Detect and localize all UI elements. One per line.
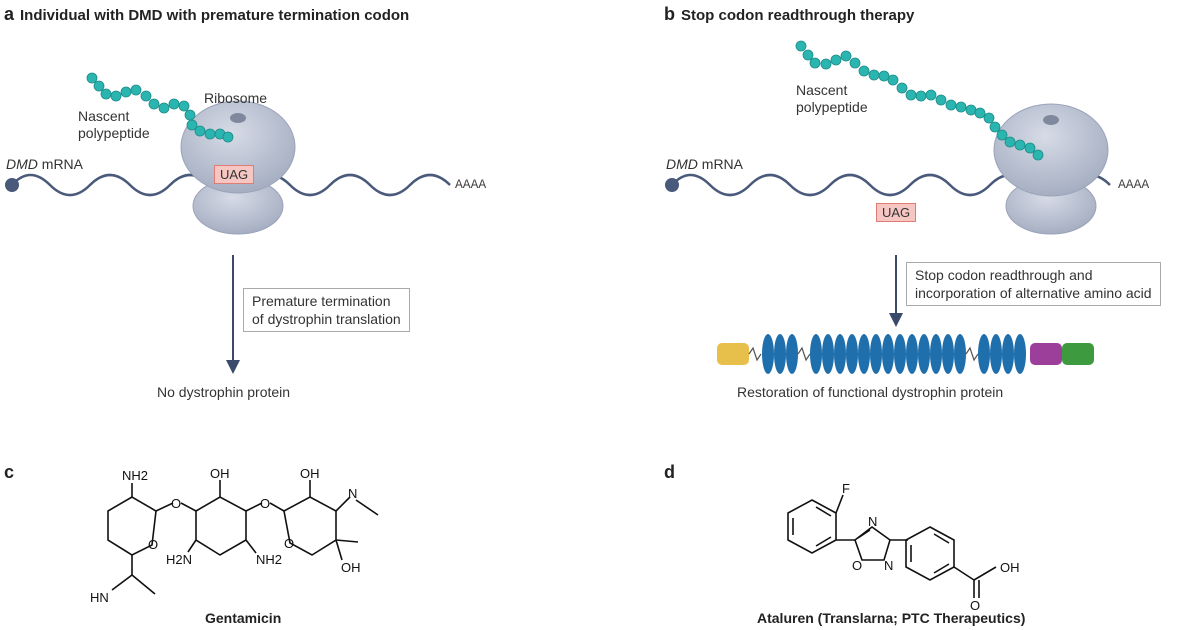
- ribosome-label: Ribosome: [204, 90, 268, 106]
- atom-nh2-top: NH2: [122, 468, 149, 483]
- stop-codon-a: UAG: [214, 165, 255, 184]
- atom-o-ring: O: [852, 558, 863, 573]
- atom-n-methyl: N: [348, 486, 358, 501]
- polya-tail-a: AAAA: [455, 177, 487, 192]
- panel-b-letter: b: [664, 4, 675, 24]
- nascent-polypeptide-label-a: Nascent polypeptide: [78, 108, 150, 141]
- atom-oh-2: OH: [300, 466, 320, 481]
- atom-n-1: N: [868, 514, 878, 529]
- ataluren-structure: [787, 494, 997, 598]
- panel-b-graphics: [665, 40, 1111, 374]
- atom-o-link-1: O: [171, 496, 182, 511]
- panel-b-title: b Stop codon readthrough therapy: [664, 4, 914, 25]
- mrna-cap-a: [5, 178, 19, 192]
- ribosome-exit-tunnel-b: [1043, 115, 1059, 125]
- atom-f: F: [842, 481, 850, 496]
- linker-1: [748, 346, 762, 362]
- outcome-a: No dystrophin protein: [157, 384, 291, 400]
- panel-d-letter: d: [664, 462, 675, 482]
- gentamicin-caption: Gentamicin: [205, 610, 282, 626]
- linker-2: [797, 346, 811, 362]
- polya-tail-b: AAAA: [1118, 177, 1150, 192]
- panel-a-title: a Individual with DMD with premature term…: [4, 4, 409, 25]
- spectrin-repeats-2: [810, 334, 966, 374]
- polypeptide-chain-a: [86, 72, 234, 143]
- polypeptide-chain-b: [795, 40, 1044, 161]
- spectrin-repeats-3: [978, 334, 1026, 374]
- spectrin-repeats-1: [762, 334, 798, 374]
- step-box-b: Stop codon readthrough and incorporation…: [906, 262, 1161, 306]
- atom-oh-3: OH: [341, 560, 361, 575]
- atom-oh-1: OH: [210, 466, 230, 481]
- atom-h2n: H2N: [166, 552, 193, 567]
- ataluren-caption: Ataluren (Translarna; PTC Therapeutics): [757, 610, 1026, 626]
- mrna-label-b: DMD mRNA: [666, 156, 743, 173]
- panel-a-letter: a: [4, 4, 15, 24]
- domain-c-terminal: [1062, 343, 1094, 365]
- atom-o-ring-1: O: [148, 537, 159, 552]
- atom-nh2-bottom: NH2: [256, 552, 283, 567]
- linker-3: [965, 346, 979, 362]
- ribosome-large-subunit-b: [993, 103, 1109, 197]
- ribosome-large-subunit-a: [180, 100, 296, 194]
- mrna-cap-b: [665, 178, 679, 192]
- outcome-b: Restoration of functional dystrophin pro…: [737, 384, 1004, 400]
- mrna-suffix-a: mRNA: [37, 156, 84, 172]
- mrna-label-a: DMD mRNA: [6, 156, 83, 173]
- panel-d-title: d: [664, 462, 681, 483]
- gentamicin-structure: [107, 480, 379, 595]
- atom-oh: OH: [1000, 560, 1020, 575]
- panel-a-title-text: Individual with DMD with premature termi…: [20, 7, 410, 24]
- atom-o-ring-3: O: [284, 536, 295, 551]
- atom-o-carbonyl: O: [970, 598, 981, 613]
- panel-c-letter: c: [4, 462, 15, 482]
- atom-o-link-2: O: [260, 496, 271, 511]
- dystrophin-protein: [717, 334, 1094, 374]
- step-box-a: Premature termination of dystrophin tran…: [243, 288, 410, 332]
- atom-n-2: N: [884, 558, 894, 573]
- nascent-polypeptide-label-b: Nascent polypeptide: [796, 82, 868, 115]
- ribosome-exit-tunnel-a: [230, 113, 246, 123]
- mrna-gene-name-b: DMD: [666, 156, 698, 172]
- domain-n-terminal: [717, 343, 749, 365]
- domain-cysteine-rich: [1030, 343, 1062, 365]
- mrna-suffix-b: mRNA: [697, 156, 744, 172]
- stop-codon-b: UAG: [876, 203, 917, 222]
- atom-hn: HN: [90, 590, 109, 605]
- mrna-gene-name-a: DMD: [6, 156, 38, 172]
- panel-c-title: c: [4, 462, 20, 483]
- panel-b-title-text: Stop codon readthrough therapy: [681, 7, 915, 24]
